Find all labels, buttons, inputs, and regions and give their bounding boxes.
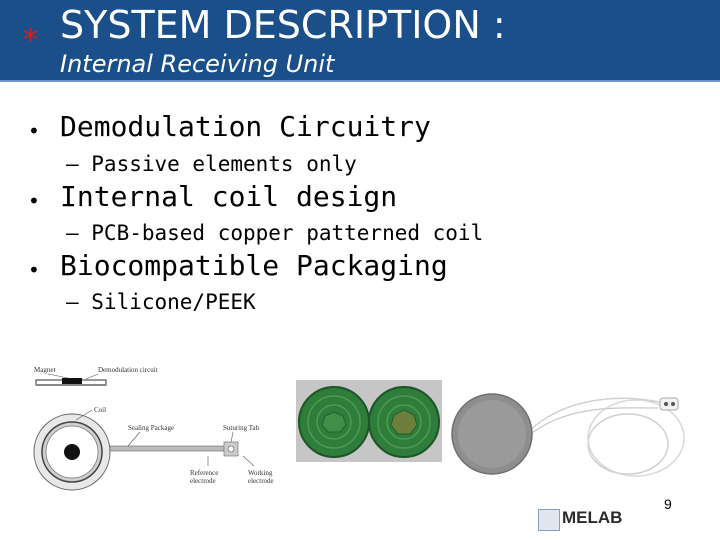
star-icon: * (23, 23, 38, 58)
sub-bullet-silicone: – Silicone/PEEK (66, 290, 256, 314)
title-divider (0, 80, 720, 82)
receiver-schematic-diagram: Magnet Demodulation circuit Coil Sealing… (33, 366, 274, 491)
bullet-demodulation: Demodulation Circuitry (60, 110, 431, 143)
slide-subtitle: Internal Receiving Unit (60, 50, 335, 78)
label-sealing-package: Sealing Package (128, 424, 174, 432)
bullet-coil-design: Internal coil design (60, 180, 398, 213)
bullet-packaging: Biocompatible Packaging (60, 249, 448, 282)
packaged-device-photo (451, 393, 685, 477)
label-coil: Coil (94, 406, 106, 414)
bullet-dot-icon: • (28, 119, 40, 143)
lab-logo-icon (538, 509, 560, 531)
bullet-dot-icon: • (28, 189, 40, 213)
sub-bullet-pcb: – PCB-based copper patterned coil (66, 221, 484, 245)
lab-logo-text: MELAB (562, 508, 623, 527)
sub-bullet-passive: – Passive elements only (66, 152, 357, 176)
page-number: 9 (664, 496, 672, 512)
pcb-coils-photo (296, 380, 442, 462)
slide-title: SYSTEM DESCRIPTION : (60, 3, 506, 47)
label-magnet: Magnet (34, 366, 55, 374)
label-suturing-tab: Suturing Tab (223, 424, 260, 432)
bullet-dot-icon: • (28, 258, 40, 282)
title-bar (0, 0, 720, 80)
label-demod-circuit: Demodulation circuit (98, 366, 158, 374)
